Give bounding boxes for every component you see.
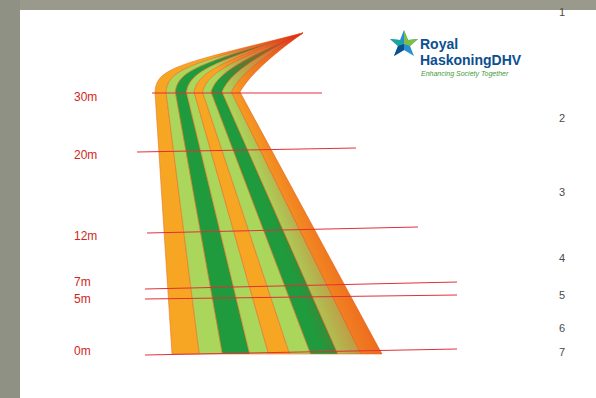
level-lines	[137, 93, 457, 355]
level-label: 30m	[74, 91, 97, 104]
photo-strip	[0, 0, 20, 398]
callout-number: 6	[559, 322, 565, 334]
logo-star-part	[394, 44, 404, 56]
level-line	[145, 282, 457, 289]
photo-strip	[0, 0, 596, 10]
level-line	[145, 295, 457, 299]
callout-number: 2	[559, 112, 565, 124]
logo-star-part	[404, 30, 418, 46]
level-line	[147, 227, 418, 233]
callout-number: 4	[559, 252, 565, 264]
logo-slogan: Enhancing Society Together	[421, 70, 508, 78]
callout-number: 1	[559, 6, 565, 18]
white-panel	[20, 10, 596, 398]
level-line	[152, 93, 322, 94]
logo-star	[390, 30, 418, 56]
logo-star-shape	[390, 30, 418, 56]
level-label: 20m	[74, 149, 97, 162]
level-label: 5m	[74, 293, 91, 306]
level-label: 12m	[74, 230, 97, 243]
callout-number: 7	[559, 346, 565, 358]
track-tip	[155, 33, 382, 354]
level-label: 7m	[74, 276, 91, 289]
logo-name: Royal HaskoningDHV	[420, 36, 530, 68]
track-bands	[155, 33, 382, 354]
callout-number: 5	[559, 289, 565, 301]
callout-number: 3	[559, 186, 565, 198]
level-label: 0m	[74, 345, 91, 358]
level-line	[145, 349, 457, 355]
level-line	[137, 148, 356, 152]
